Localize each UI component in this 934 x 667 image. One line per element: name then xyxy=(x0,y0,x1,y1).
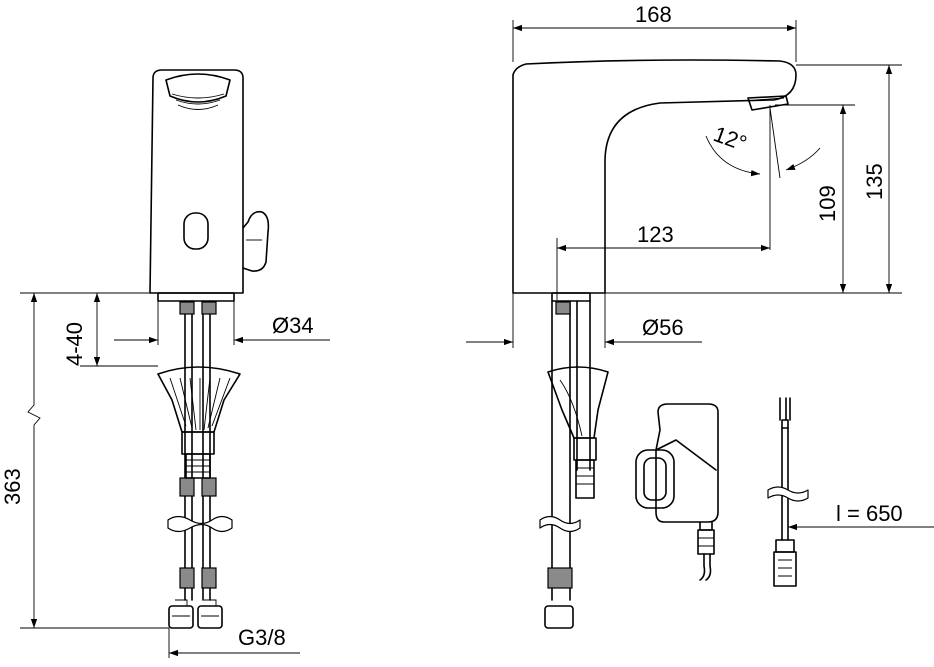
front-hoses xyxy=(167,300,233,601)
dim-width-top: 168 xyxy=(635,2,672,27)
dim-reach: 123 xyxy=(637,222,674,247)
dim-diameter-front: Ø34 xyxy=(272,313,314,338)
dim-height-spout: 109 xyxy=(815,185,840,222)
dim-height-total: 135 xyxy=(862,163,887,200)
side-aerator xyxy=(747,95,789,111)
dim-deck-range: 4-40 xyxy=(62,322,87,366)
dim-angle: 12° xyxy=(710,121,750,156)
sensor-window xyxy=(183,212,209,250)
front-body xyxy=(149,69,244,294)
dim-cable-length: l = 650 xyxy=(836,501,903,526)
front-view: Ø34 4-40 363 G3/8 xyxy=(0,69,330,658)
side-hoses xyxy=(539,300,591,601)
fixing-bracket xyxy=(157,366,241,479)
front-connectors xyxy=(168,599,223,629)
side-view: 12° 168 135 xyxy=(466,2,902,629)
power-supply-unit xyxy=(635,403,719,581)
sensor-cable: l = 650 xyxy=(767,397,934,587)
dim-hose-length: 363 xyxy=(0,468,25,505)
lever xyxy=(242,210,270,272)
dim-connection: G3/8 xyxy=(238,625,286,650)
aerator-outlet xyxy=(165,73,231,110)
side-body xyxy=(512,59,797,294)
dim-diameter-side: Ø56 xyxy=(642,315,684,340)
side-bracket xyxy=(547,366,609,499)
